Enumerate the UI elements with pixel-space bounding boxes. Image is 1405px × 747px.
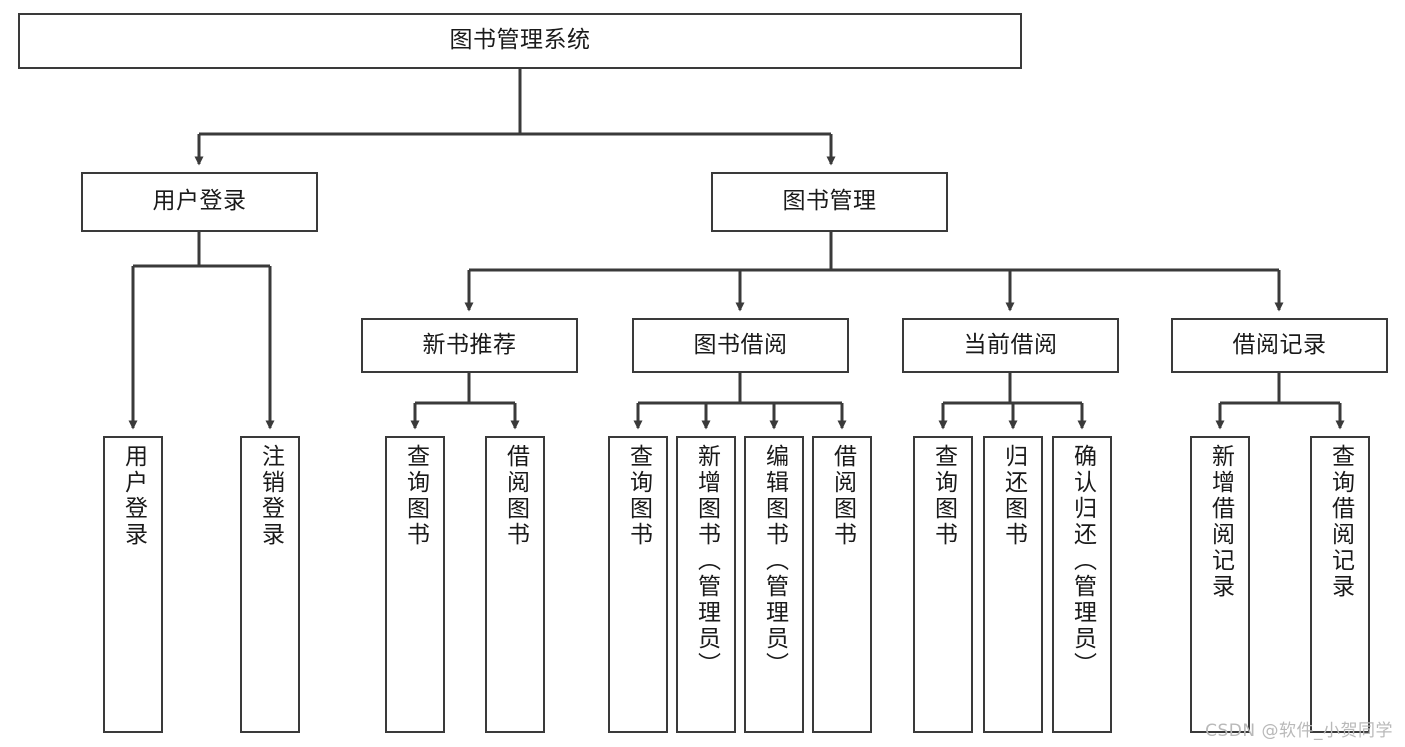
leaf-query-book-current-label: 查询图书 — [930, 444, 957, 548]
leaf-return-book[interactable]: 归还图书 — [983, 436, 1043, 733]
leaf-borrow-book-label: 借阅图书 — [829, 444, 856, 548]
leaf-query-book-recommend[interactable]: 查询图书 — [385, 436, 445, 733]
node-user-login[interactable]: 用户登录 — [81, 172, 318, 232]
node-new-book-recommend[interactable]: 新书推荐 — [361, 318, 578, 373]
leaf-logout-label: 注销登录 — [257, 444, 284, 548]
leaf-edit-book-admin[interactable]: 编辑图书（管理员） — [744, 436, 804, 733]
node-user-login-label: 用户登录 — [152, 188, 247, 215]
leaf-borrow-book-recommend[interactable]: 借阅图书 — [485, 436, 545, 733]
node-new-book-recommend-label: 新书推荐 — [422, 331, 517, 358]
leaf-query-book-recommend-label: 查询图书 — [402, 444, 429, 548]
leaf-confirm-return-admin[interactable]: 确认归还（管理员） — [1052, 436, 1112, 733]
node-current-borrow-label: 当前借阅 — [963, 331, 1058, 358]
node-root[interactable]: 图书管理系统 — [18, 13, 1022, 69]
leaf-user-login-label: 用户登录 — [120, 444, 147, 548]
leaf-borrow-book-recommend-label: 借阅图书 — [502, 444, 529, 548]
node-borrow-record[interactable]: 借阅记录 — [1171, 318, 1388, 373]
leaf-borrow-book[interactable]: 借阅图书 — [812, 436, 872, 733]
node-book-management-label: 图书管理 — [782, 188, 877, 215]
leaf-return-book-label: 归还图书 — [1000, 444, 1027, 548]
leaf-add-borrow-record-label: 新增借阅记录 — [1207, 444, 1234, 600]
csdn-watermark: CSDN @软件_小贺同学 — [1205, 721, 1393, 741]
node-current-borrow[interactable]: 当前借阅 — [902, 318, 1119, 373]
leaf-add-borrow-record[interactable]: 新增借阅记录 — [1190, 436, 1250, 733]
node-book-management[interactable]: 图书管理 — [711, 172, 948, 232]
leaf-confirm-return-admin-label: 确认归还（管理员） — [1069, 444, 1096, 678]
leaf-add-book-admin[interactable]: 新增图书（管理员） — [676, 436, 736, 733]
leaf-query-book-current[interactable]: 查询图书 — [913, 436, 973, 733]
node-book-borrow[interactable]: 图书借阅 — [632, 318, 849, 373]
leaf-user-login[interactable]: 用户登录 — [103, 436, 163, 733]
node-borrow-record-label: 借阅记录 — [1232, 331, 1327, 358]
leaf-query-borrow-record-label: 查询借阅记录 — [1327, 444, 1354, 600]
node-book-borrow-label: 图书借阅 — [693, 331, 788, 358]
leaf-add-book-admin-label: 新增图书（管理员） — [693, 444, 720, 678]
leaf-logout[interactable]: 注销登录 — [240, 436, 300, 733]
leaf-edit-book-admin-label: 编辑图书（管理员） — [761, 444, 788, 678]
leaf-query-book-borrow[interactable]: 查询图书 — [608, 436, 668, 733]
node-root-label: 图书管理系统 — [449, 27, 591, 54]
leaf-query-book-borrow-label: 查询图书 — [625, 444, 652, 548]
leaf-query-borrow-record[interactable]: 查询借阅记录 — [1310, 436, 1370, 733]
